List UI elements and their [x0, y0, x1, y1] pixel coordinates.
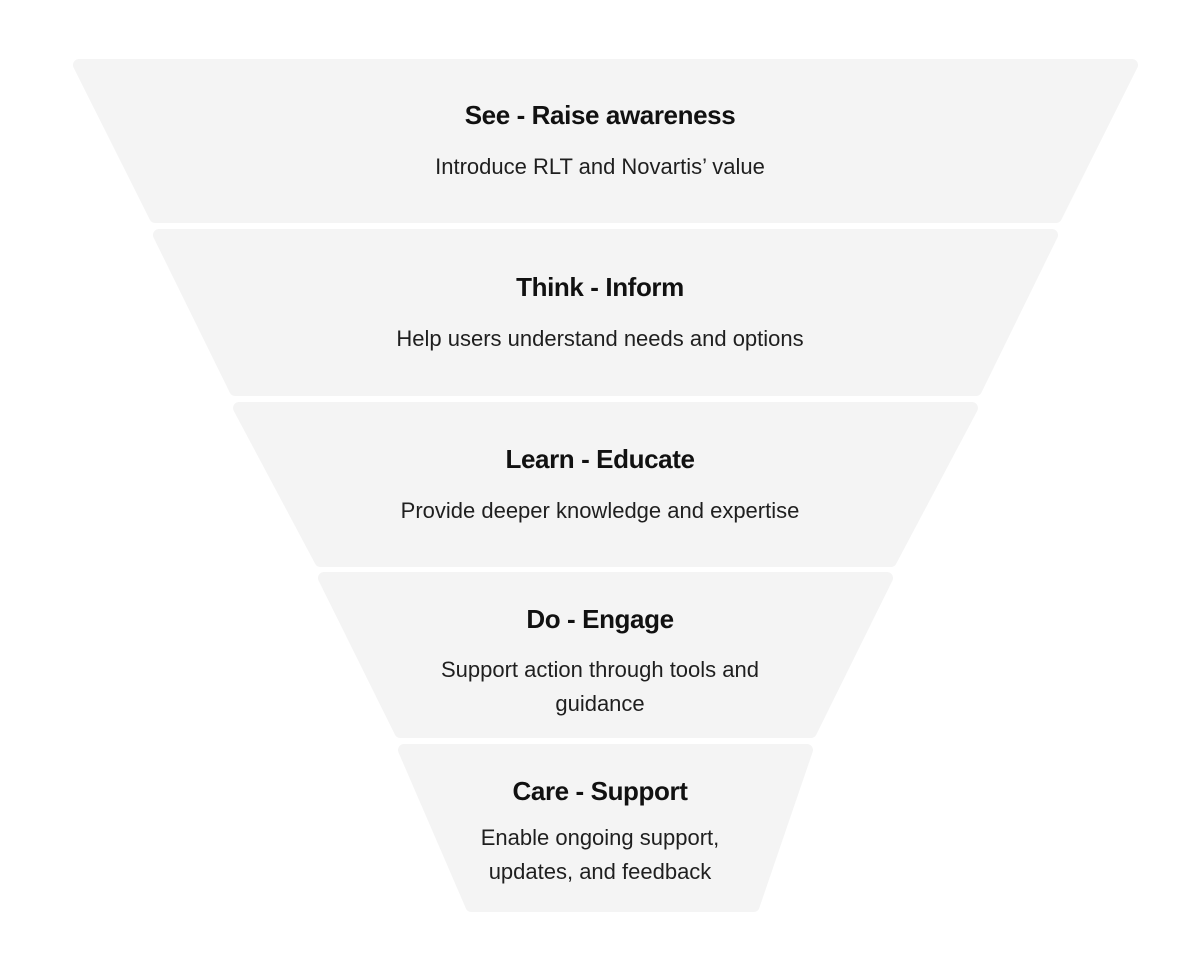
funnel-segment-4[interactable]	[318, 572, 893, 738]
funnel-segment-2[interactable]	[153, 229, 1058, 396]
funnel-segment-1[interactable]	[73, 59, 1138, 223]
funnel-segment-3[interactable]	[233, 402, 978, 567]
funnel-segment-5[interactable]	[397, 744, 814, 912]
